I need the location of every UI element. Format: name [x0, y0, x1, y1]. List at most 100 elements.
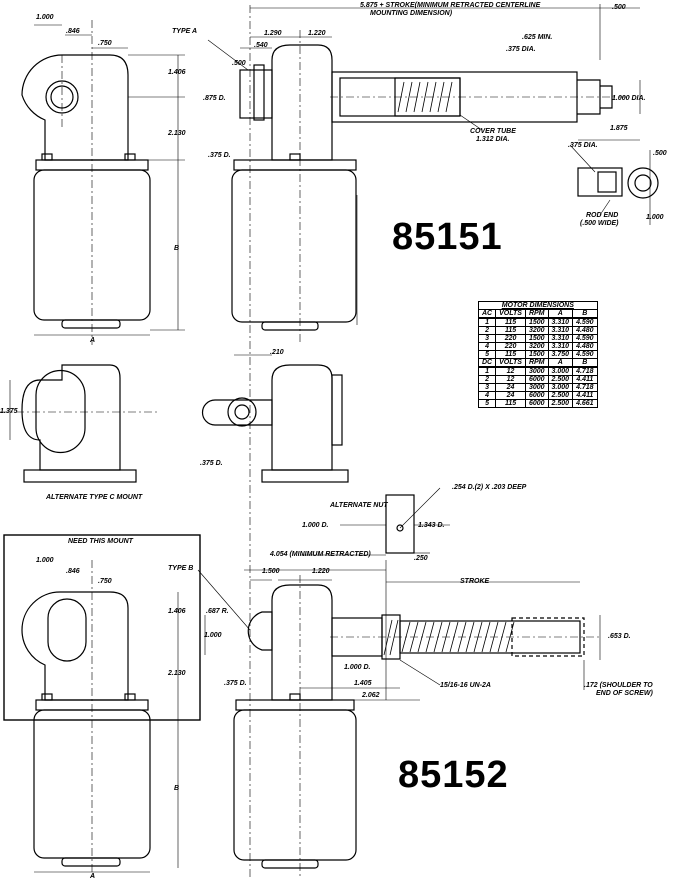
dim-2130b: 2.130: [168, 670, 186, 677]
table-cell: 1: [477, 317, 497, 327]
label-alternate-nut: ALTERNATE NUT: [330, 502, 388, 509]
table-cell: 115: [495, 326, 526, 335]
dim-1000d: 1.000: [36, 557, 54, 564]
dim-250: .250: [414, 555, 428, 562]
label-cover-tube: COVER TUBE: [470, 128, 516, 135]
table-cell: 220: [495, 334, 526, 343]
table-cell: 2.500: [547, 375, 574, 384]
dim-1406: 1.406: [168, 69, 186, 76]
dim-375-dia-2: .375 DIA.: [568, 142, 598, 149]
dim-1000: 1.000: [36, 14, 54, 21]
alt-type-c-right: [201, 364, 349, 483]
table-cell: 3.310: [547, 326, 574, 335]
dim-500c: .500: [653, 150, 667, 157]
dim-375c: .375 D.: [224, 680, 247, 687]
dim-1000e: 1.000: [204, 632, 222, 639]
dim-846b: .846: [66, 568, 80, 575]
table-cell: 3000: [524, 383, 549, 392]
bottom-side-view: [233, 584, 585, 869]
dim-750b: .750: [98, 578, 112, 585]
table-cell: VOLTS: [495, 309, 526, 319]
table-cell: DC: [477, 358, 497, 368]
table-cell: 2.500: [547, 399, 574, 408]
table-cell: 3: [477, 383, 497, 392]
label-stroke: STROKE: [460, 578, 490, 585]
label-type-b: TYPE B: [168, 565, 194, 572]
alternate-nut: [385, 494, 415, 554]
table-cell: 12: [495, 366, 526, 376]
dim-1375: 1.375: [0, 408, 18, 415]
table-cell: 3.310: [547, 342, 574, 351]
dim-846: .846: [66, 28, 80, 35]
dim-254: .254 D.(2) X .203 DEEP: [452, 484, 527, 491]
dim-687: .687 R.: [206, 608, 229, 615]
label-thread: 15/16-16 UN-2A: [440, 682, 491, 689]
label-cover-tube-dia: 1.312 DIA.: [476, 136, 510, 143]
table-cell: RPM: [524, 358, 549, 368]
dim-1220: 1.220: [308, 30, 326, 37]
top-side-view: [231, 44, 613, 331]
dim-1343: 1.343 D.: [418, 522, 445, 529]
dim-1500: 1.500: [262, 568, 280, 575]
table-cell: 3.310: [547, 317, 574, 327]
dim-375: .375 D.: [208, 152, 231, 159]
model-number-85152: 85152: [398, 754, 509, 796]
table-cell: 3200: [524, 326, 549, 335]
dim-375-dia: .375 DIA.: [506, 46, 536, 53]
table-cell: 4: [477, 342, 497, 351]
dim-500: .500: [232, 60, 246, 67]
dim-500b: .500: [612, 4, 626, 11]
dim-2062: 2.062: [362, 692, 380, 699]
alt-type-c-left: [21, 364, 137, 483]
model-number-85151: 85151: [392, 216, 503, 258]
table-cell: 2: [477, 375, 497, 384]
table-cell: 4.590: [572, 317, 598, 327]
dim-1290: 1.290: [264, 30, 282, 37]
dim-1406b: 1.406: [168, 608, 186, 615]
dim-625: .625 MIN.: [522, 34, 553, 41]
table-cell: 4.480: [572, 342, 598, 351]
dim-1220b: 1.220: [312, 568, 330, 575]
table-cell: 3.000: [547, 366, 574, 376]
table-cell: 3.000: [547, 383, 574, 392]
table-cell: B: [572, 309, 598, 319]
label-alt-type-c: ALTERNATE TYPE C MOUNT: [46, 494, 143, 501]
table-cell: 1: [477, 366, 497, 376]
table-cell: VOLTS: [495, 358, 526, 368]
table-cell: 6000: [524, 375, 549, 384]
table-cell: 6000: [524, 391, 549, 400]
table-cell: 6000: [524, 399, 549, 408]
dim-5875b: MOUNTING DIMENSION): [370, 10, 453, 17]
table-cell: 2.500: [547, 391, 574, 400]
dim-1000b: 1.000: [646, 214, 664, 221]
table-cell: 1500: [524, 317, 549, 327]
table-cell: 3.750: [547, 350, 574, 359]
table-cell: 115: [495, 317, 526, 327]
table-cell: 4.718: [572, 366, 598, 376]
table-cell: 1500: [524, 334, 549, 343]
dim-172: .172 (SHOULDER TO: [584, 682, 653, 689]
dim-375b: .375 D.: [200, 460, 223, 467]
label-need-this-mount: NEED THIS MOUNT: [68, 538, 133, 545]
table-cell: A: [547, 358, 574, 368]
table-cell: 115: [495, 399, 526, 408]
table-title-row: MOTOR DIMENSIONS: [478, 301, 598, 310]
table-cell: B: [572, 358, 598, 368]
dim-a: A: [90, 337, 96, 344]
table-cell: 4.718: [572, 383, 598, 392]
table-cell: 4.480: [572, 326, 598, 335]
table-cell: A: [547, 309, 574, 319]
table-cell: 4: [477, 391, 497, 400]
table-cell: 4.590: [572, 334, 598, 343]
dim-750: .750: [98, 40, 112, 47]
